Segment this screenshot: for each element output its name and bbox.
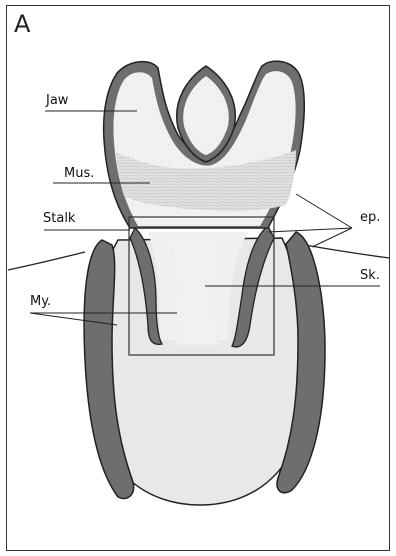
label-mus: Mus. — [64, 166, 94, 181]
ep-leader-2 — [268, 228, 352, 232]
label-sk: Sk. — [360, 268, 380, 283]
label-my: My. — [30, 294, 51, 309]
label-jaw: Jaw — [46, 93, 68, 108]
label-stalk: Stalk — [43, 211, 75, 226]
label-ep: ep. — [360, 210, 380, 225]
ep-leader-1 — [296, 194, 352, 228]
panel-letter: A — [14, 10, 30, 38]
ep-leader-3 — [312, 228, 352, 247]
